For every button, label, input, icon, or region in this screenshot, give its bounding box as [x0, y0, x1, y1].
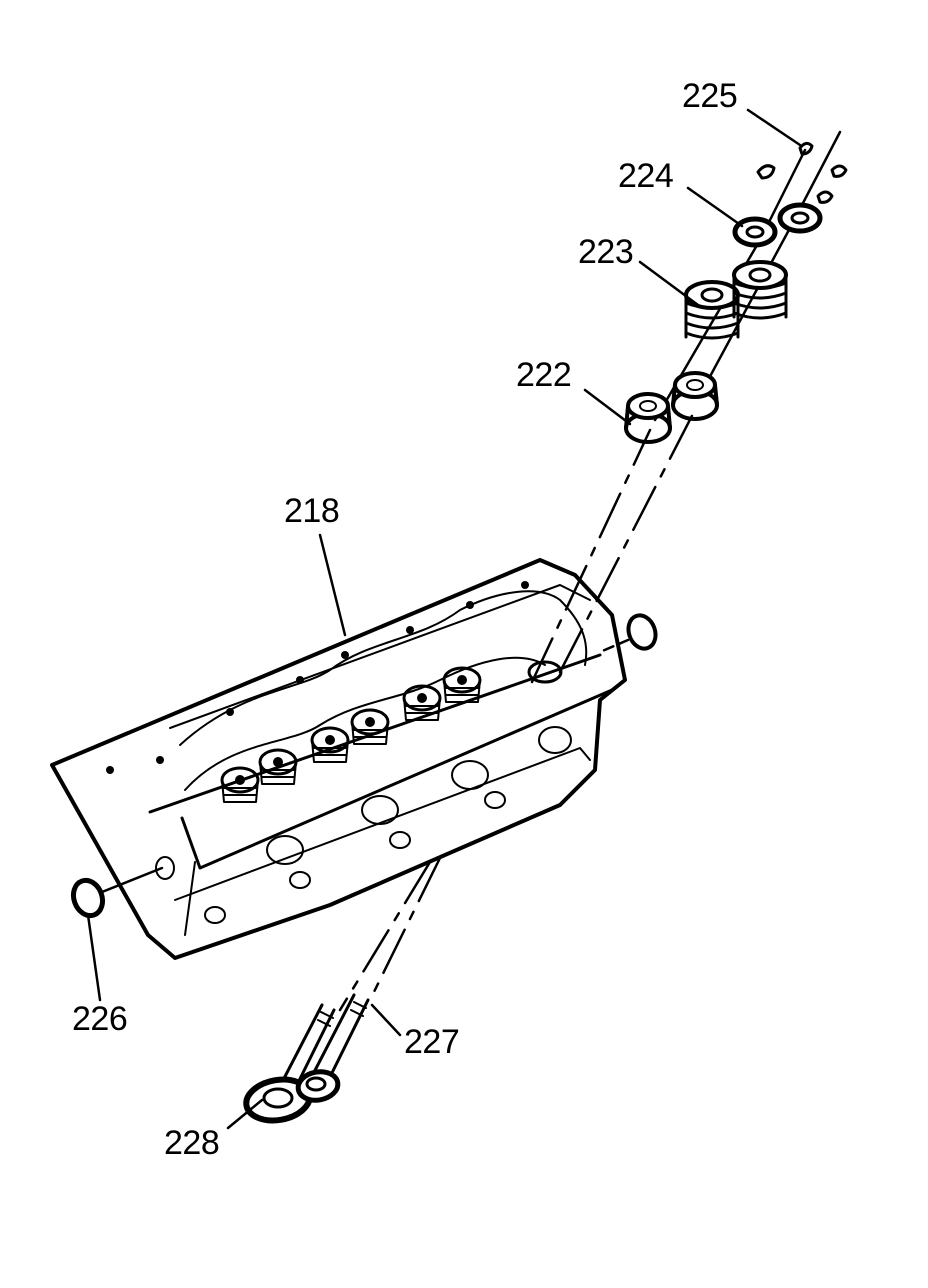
valve-key-group [756, 141, 848, 204]
valve-spring-group [684, 260, 788, 340]
callout-223: 223 [578, 233, 634, 271]
expansion-plug-right [598, 613, 658, 654]
callout-222: 222 [516, 356, 572, 394]
callout-228: 228 [164, 1124, 220, 1162]
valve-stem-seal-group [624, 371, 719, 444]
installed-valve-springs [220, 666, 482, 803]
valve-spring-cap-group [732, 202, 823, 248]
callout-227: 227 [404, 1023, 460, 1061]
callout-225: 225 [682, 77, 738, 115]
lower-valves [243, 856, 442, 1124]
cylinder-head [50, 558, 627, 960]
port-openings [155, 726, 572, 924]
callout-226: 226 [72, 1000, 128, 1038]
expansion-plug-left [70, 866, 164, 919]
callout-218: 218 [284, 492, 340, 530]
leader-lines [86, 108, 802, 1130]
callout-224: 224 [618, 157, 674, 195]
